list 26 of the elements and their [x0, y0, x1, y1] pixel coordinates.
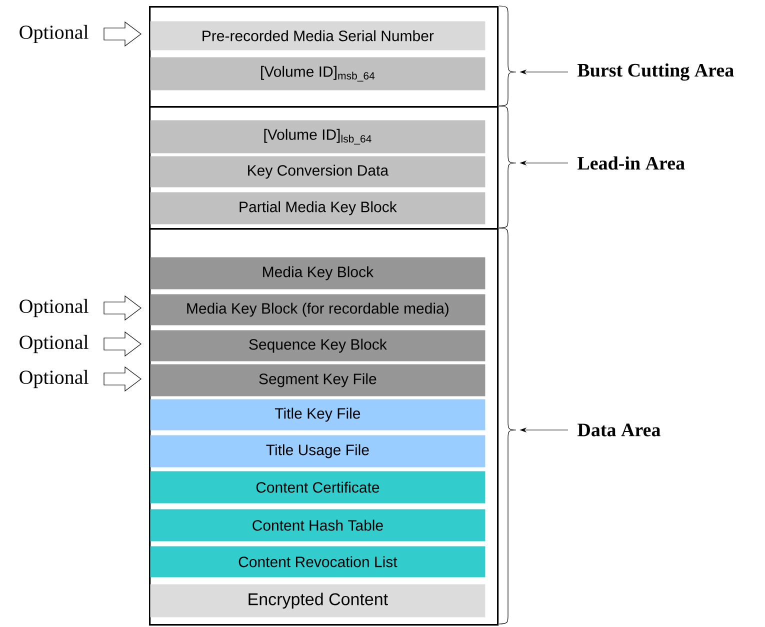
hollow-arrow: [104, 21, 142, 47]
band: Key Conversion Data: [150, 156, 486, 188]
band: Media Key Block (for recordable media): [150, 294, 486, 326]
hollow-arrow: [104, 366, 142, 392]
area-label: Data Area: [578, 424, 660, 436]
hollow-arrow: [104, 295, 142, 321]
optional-label: Optional: [20, 24, 88, 44]
band: Media Key Block: [150, 257, 486, 290]
band: Content Revocation List: [150, 546, 486, 578]
optional-label: Optional: [20, 334, 88, 354]
band: [Volume ID]$_{msb_64}$: [150, 57, 486, 90]
band: Partial Media Key Block: [150, 192, 486, 224]
band: Content Certificate: [150, 471, 486, 504]
band: Content Hash Table: [150, 509, 486, 542]
band: Pre-recorded Media Serial Number: [150, 21, 486, 50]
band: [Volume ID]$_{lsb_64}$: [150, 120, 486, 154]
band: Title Key File: [150, 399, 486, 430]
area-label: Lead-in Area: [578, 156, 685, 170]
band: Sequence Key Block: [150, 330, 486, 362]
band: Title Usage File: [150, 435, 486, 468]
area-label: Burst Cutting Area: [578, 63, 734, 81]
optional-label: Optional: [20, 370, 88, 388]
optional-label: Optional: [20, 298, 88, 318]
band: Encrypted Content: [150, 584, 486, 618]
hollow-arrow: [104, 331, 142, 357]
band: Segment Key File: [150, 364, 486, 396]
